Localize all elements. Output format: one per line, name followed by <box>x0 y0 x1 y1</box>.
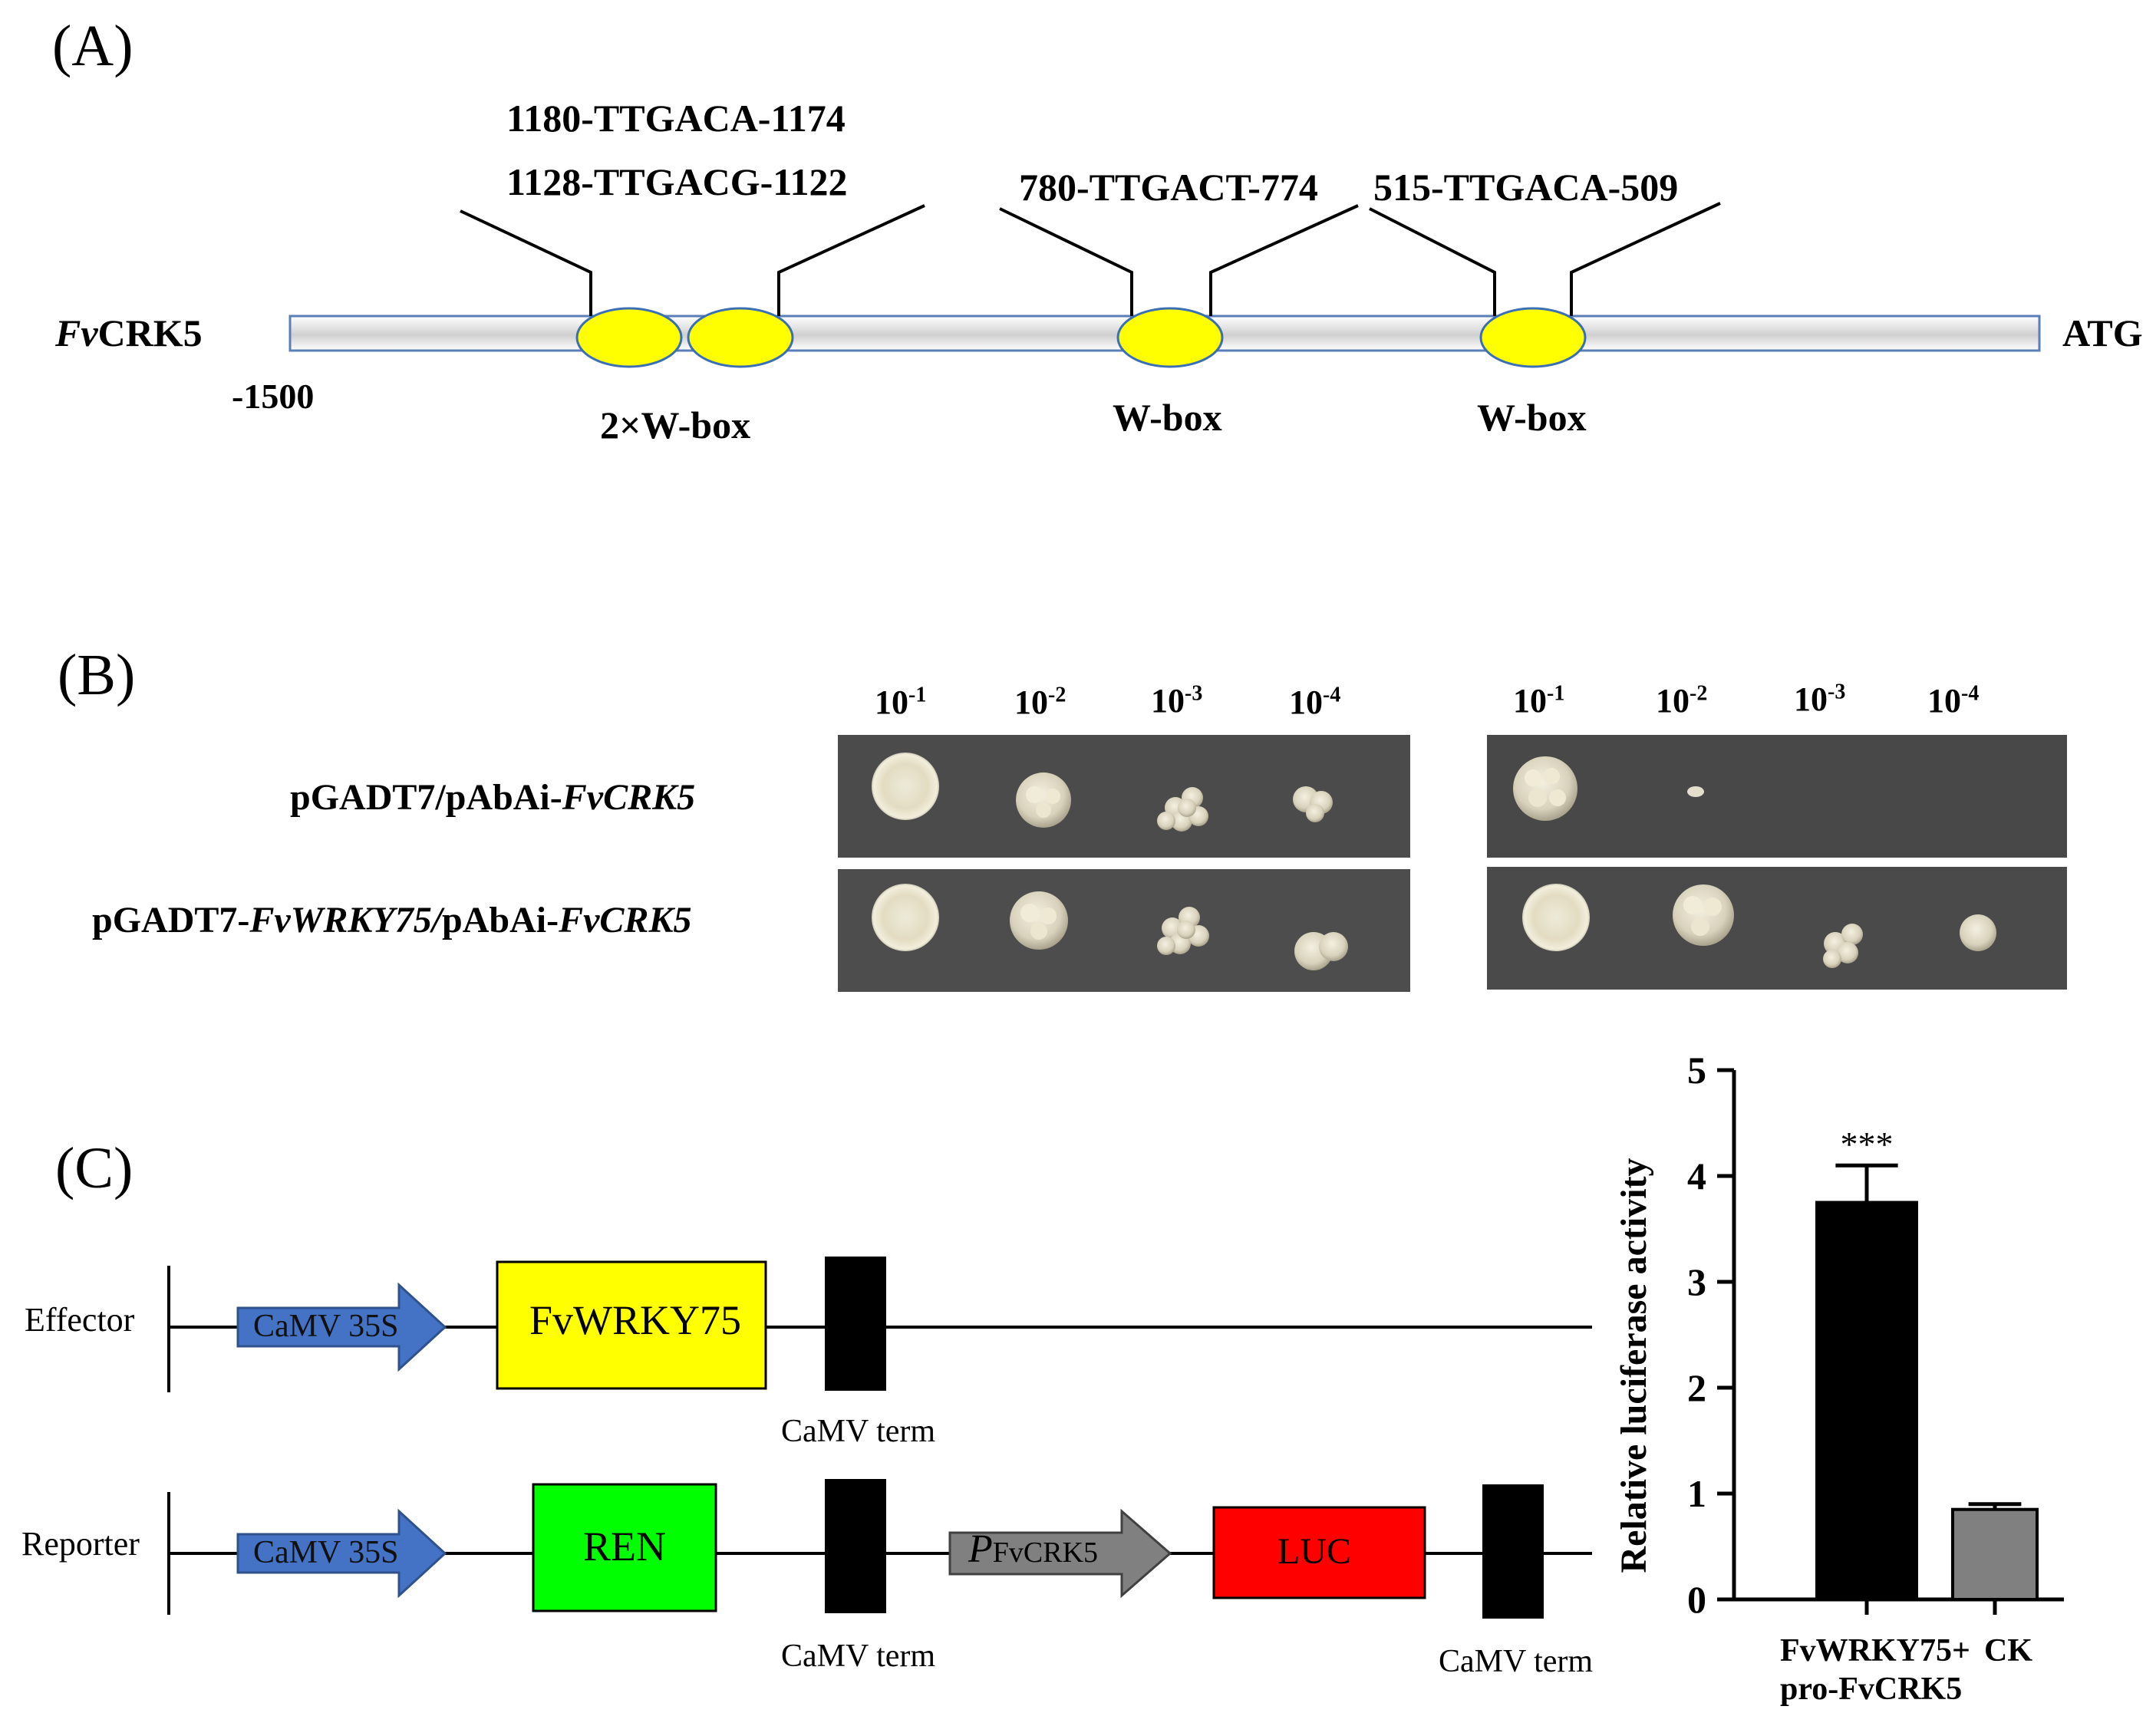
gene-name: FvCRK5 <box>55 311 203 354</box>
site2-right-leader <box>1209 204 1359 316</box>
panel-a-letter: (A) <box>52 14 134 78</box>
reporter-term1-box <box>825 1479 886 1613</box>
y-tick-label: 5 <box>1687 1049 1706 1092</box>
luc-box <box>1212 1506 1426 1599</box>
x-category-label: CK <box>1984 1633 2032 1668</box>
y-tick-label: 0 <box>1687 1578 1706 1621</box>
dilution-label: 10-2 <box>1014 683 1066 721</box>
site3-seq: 515-TTGACA-509 <box>1373 166 1679 209</box>
colony <box>1687 786 1704 797</box>
reporter-promoter-arrow <box>236 1508 447 1599</box>
y-tick-label: 1 <box>1687 1472 1706 1515</box>
bar <box>1815 1201 1918 1601</box>
site3-right-leader <box>1570 202 1721 316</box>
colony <box>1960 914 1996 951</box>
yeast-plates-image <box>838 735 2067 992</box>
effector-label: Effector <box>25 1301 135 1339</box>
colony <box>1293 786 1333 822</box>
panel-c-letter: (C) <box>55 1136 134 1201</box>
site1-left-leader <box>460 209 592 316</box>
effector-term-label: CaMV term <box>781 1414 936 1449</box>
y-tick-label: 4 <box>1687 1155 1706 1197</box>
construct-diagram <box>167 1257 1592 1619</box>
dilution-label: 10-1 <box>875 683 927 721</box>
effector-gene-label: FvWRKY75 <box>529 1297 742 1343</box>
bar <box>1951 1507 2039 1602</box>
y-tick-label: 2 <box>1687 1366 1706 1409</box>
wbox-ellipse <box>1479 307 1587 368</box>
atg-label: ATG <box>2062 311 2143 354</box>
fvcrk5-promoter-label: PFvCRK5 <box>968 1527 1099 1571</box>
colony <box>1522 884 1590 951</box>
colony <box>872 753 939 820</box>
reporter-term2-label: CaMV term <box>1439 1644 1594 1679</box>
site2-seq: 780-TTGACT-774 <box>1019 166 1318 209</box>
site1-right-leader <box>777 204 925 316</box>
colony <box>1673 884 1734 946</box>
x-category-label: pro-FvCRK5 <box>1780 1672 1962 1707</box>
site3-label: W-box <box>1477 396 1587 439</box>
fvcrk5-promoter-arrow <box>948 1508 1172 1599</box>
dilution-label: 10-1 <box>1513 681 1565 720</box>
wbox-ellipse <box>687 307 794 368</box>
wbox-ellipse <box>575 307 683 368</box>
y-tick-label: 3 <box>1687 1260 1706 1303</box>
site2-label: W-box <box>1113 396 1222 439</box>
dilution-label: 10-2 <box>1656 681 1708 720</box>
dilution-label: 10-3 <box>1151 681 1203 720</box>
reporter-promoter-label: CaMV 35S <box>253 1535 399 1570</box>
colony <box>1823 924 1863 968</box>
promoter-diagram <box>288 202 2041 368</box>
site1-seq1: 1180-TTGACA-1174 <box>506 97 846 140</box>
effector-term-box <box>825 1257 886 1391</box>
reporter-term1-label: CaMV term <box>781 1639 936 1674</box>
colony <box>1294 932 1348 970</box>
reporter-term2-box <box>1482 1484 1544 1619</box>
x-category-label: FvWRKY75+ <box>1780 1633 1970 1668</box>
site1-seq2: 1128-TTGACG-1122 <box>506 160 848 203</box>
row-label-control: pGADT7/pAbAi-FvCRK5 <box>290 777 696 818</box>
panel-b-letter: (B) <box>58 643 136 707</box>
reporter-label: Reporter <box>21 1525 140 1563</box>
site3-left-leader <box>1369 207 1496 316</box>
colony <box>872 884 939 951</box>
plate-right-top <box>1487 735 2067 858</box>
dilution-label: 10-4 <box>1927 681 1980 720</box>
y-axis-label: Relative luciferase activity <box>1619 1158 1654 1573</box>
colony <box>1010 891 1068 950</box>
colony <box>1513 756 1577 821</box>
significance-label: *** <box>1841 1125 1894 1164</box>
site2-left-leader <box>999 207 1133 316</box>
colony <box>1157 787 1208 832</box>
dilution-label: 10-3 <box>1794 680 1846 718</box>
effector-promoter-label: CaMV 35S <box>253 1309 399 1344</box>
colony <box>1016 772 1071 828</box>
start-position-label: -1500 <box>232 377 315 416</box>
row-label-test: pGADT7-FvWRKY75/pAbAi-FvCRK5 <box>92 900 692 940</box>
dilution-label: 10-4 <box>1289 683 1341 721</box>
ren-label: REN <box>583 1523 666 1570</box>
luc-label: LUC <box>1277 1531 1351 1572</box>
colony <box>1157 907 1209 955</box>
effector-promoter-arrow <box>236 1282 447 1372</box>
effector-gene-box <box>496 1260 767 1390</box>
site1-label: 2×W-box <box>600 404 751 446</box>
ren-box <box>532 1483 717 1612</box>
wbox-ellipse <box>1116 307 1224 368</box>
